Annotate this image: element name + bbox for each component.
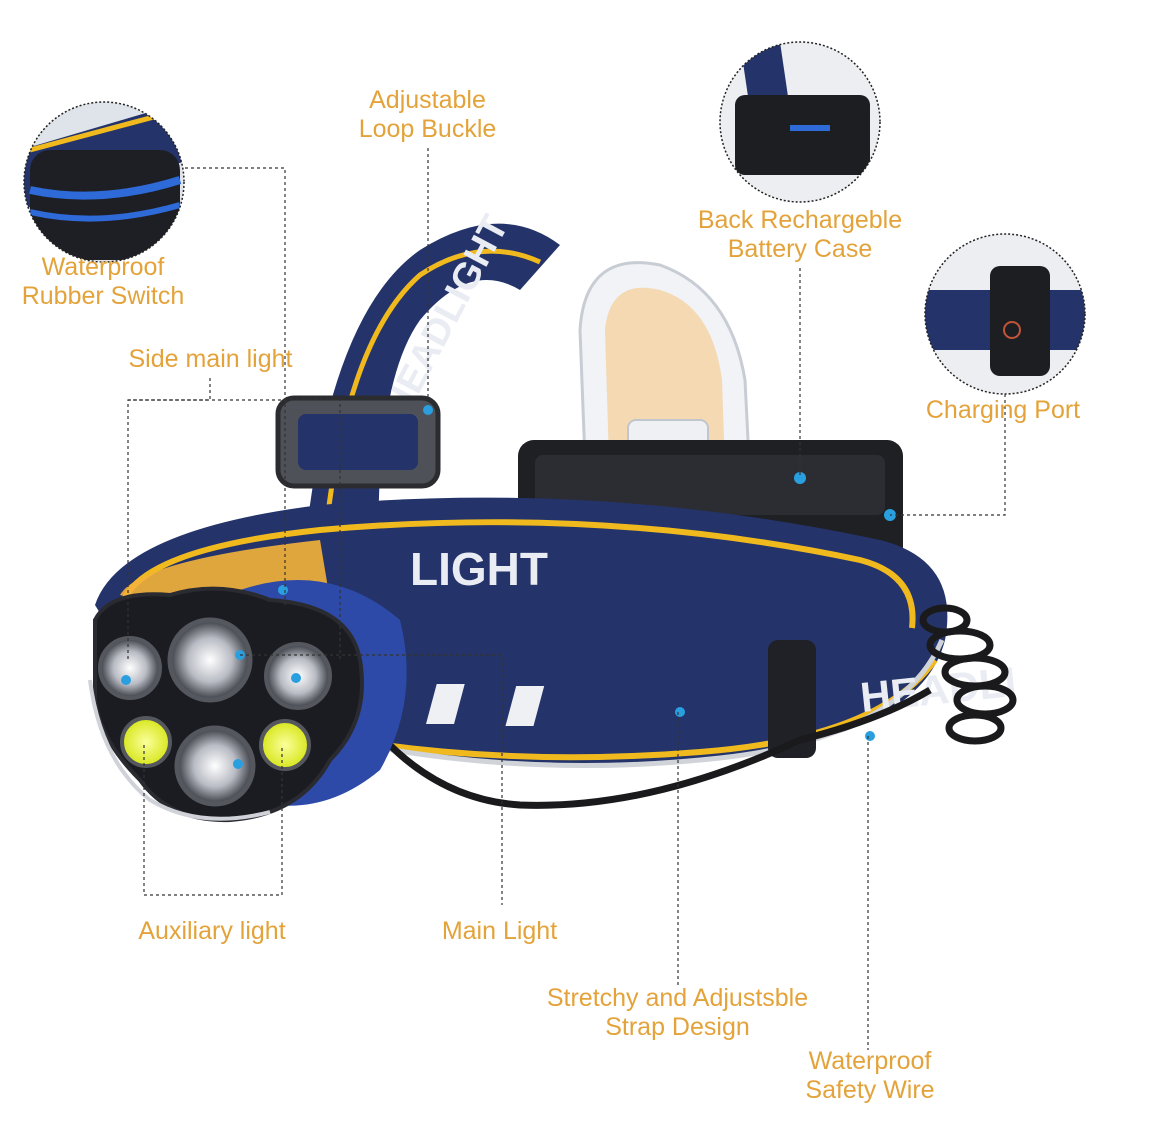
strap-print-middle: LIGHT [410,543,548,595]
label-auxiliary-light: Auxiliary light [138,917,286,945]
leader-lines [127,148,1006,1050]
label-charging-port: Charging Port [925,396,1081,424]
callout-rubber-switch [23,101,185,263]
label-adjustable-loop-buckle: Adjustable Loop Buckle [358,86,497,143]
callout-charging-port [924,233,1086,395]
label-battery-case: Back Rechargeble Battery Case [697,206,903,263]
safety-wire [377,604,1017,809]
label-waterproof-rubber-switch: Waterproof Rubber Switch [21,253,185,310]
auxiliary-cob-right [259,719,311,771]
main-light-bottom [174,725,256,807]
main-light-top [167,617,253,703]
lamp-head [88,580,407,823]
battery-case-marker-dot [794,472,806,484]
label-strap-design: Stretchy and Adjustsble Strap Design [546,984,809,1041]
label-side-main-light: Side main light [128,345,293,373]
side-main-light-left [98,636,162,700]
label-main-light: Main Light [441,917,558,945]
auxiliary-cob-left [120,716,172,768]
label-waterproof-safety-wire: Waterproof Safety Wire [805,1047,935,1104]
callout-battery-case [719,41,881,203]
